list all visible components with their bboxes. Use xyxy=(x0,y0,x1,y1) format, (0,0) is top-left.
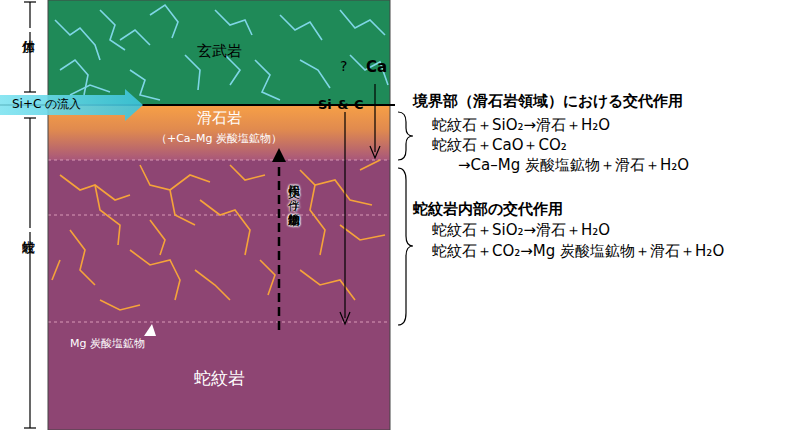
reaction-equation: →Ca–Mg 炭酸塩鉱物＋滑石＋H₂O xyxy=(458,156,689,174)
zone-line xyxy=(48,160,390,322)
reaction-equation: 蛇紋石＋CaO＋CO₂ xyxy=(432,136,567,154)
inflow-arrow xyxy=(0,89,143,121)
dashed-arrow xyxy=(278,160,281,330)
section-heading: 境界部（滑石岩領域）における交代作用 xyxy=(413,92,683,110)
question-mark: ? xyxy=(340,58,347,75)
element-label: Ca xyxy=(366,58,387,76)
axis-line xyxy=(24,2,36,428)
basalt-texture xyxy=(55,5,388,100)
axis-label: 蛇紋岩 xyxy=(21,228,37,232)
rock-name: 玄武岩 xyxy=(48,42,390,61)
rock-band: 玄武岩 xyxy=(48,0,390,105)
reaction-equation: 蛇紋石＋SiO₂→滑石＋H₂O xyxy=(432,221,610,239)
rock-name: 蛇紋岩 xyxy=(48,367,390,390)
column-frame xyxy=(48,0,390,430)
section-heading: 蛇紋岩内部の交代作用 xyxy=(413,200,563,218)
reaction-equation: 蛇紋石＋CO₂→Mg 炭酸塩鉱物＋滑石＋H₂O xyxy=(432,242,724,260)
rock-band: 滑石岩（+Ca–Mg 炭酸塩鉱物） xyxy=(48,105,390,160)
arrow-head xyxy=(340,312,350,324)
brace xyxy=(398,168,413,325)
axis-label: 付加体 xyxy=(21,28,37,32)
arrow-head xyxy=(272,148,286,162)
mineral-vein xyxy=(52,160,385,310)
element-label: Si-&-C xyxy=(318,97,364,113)
pointer-triangle xyxy=(144,324,156,336)
mineral-label: Mg 炭酸塩鉱物 xyxy=(70,337,145,350)
arrow-head xyxy=(370,146,380,158)
rock-note: （+Ca–Mg 炭酸塩鉱物） xyxy=(48,131,390,146)
process-label: 交代作用に伴う鉱物脈増加 xyxy=(287,176,301,204)
rock-band: 蛇紋岩 xyxy=(48,160,390,430)
brace xyxy=(398,112,413,160)
reaction-equation: 蛇紋石＋SiO₂→滑石＋H₂O xyxy=(432,116,610,134)
si-c-arrow xyxy=(344,112,345,318)
flow-label: Si+C の流入 xyxy=(12,97,81,111)
ca-arrow xyxy=(374,84,375,152)
